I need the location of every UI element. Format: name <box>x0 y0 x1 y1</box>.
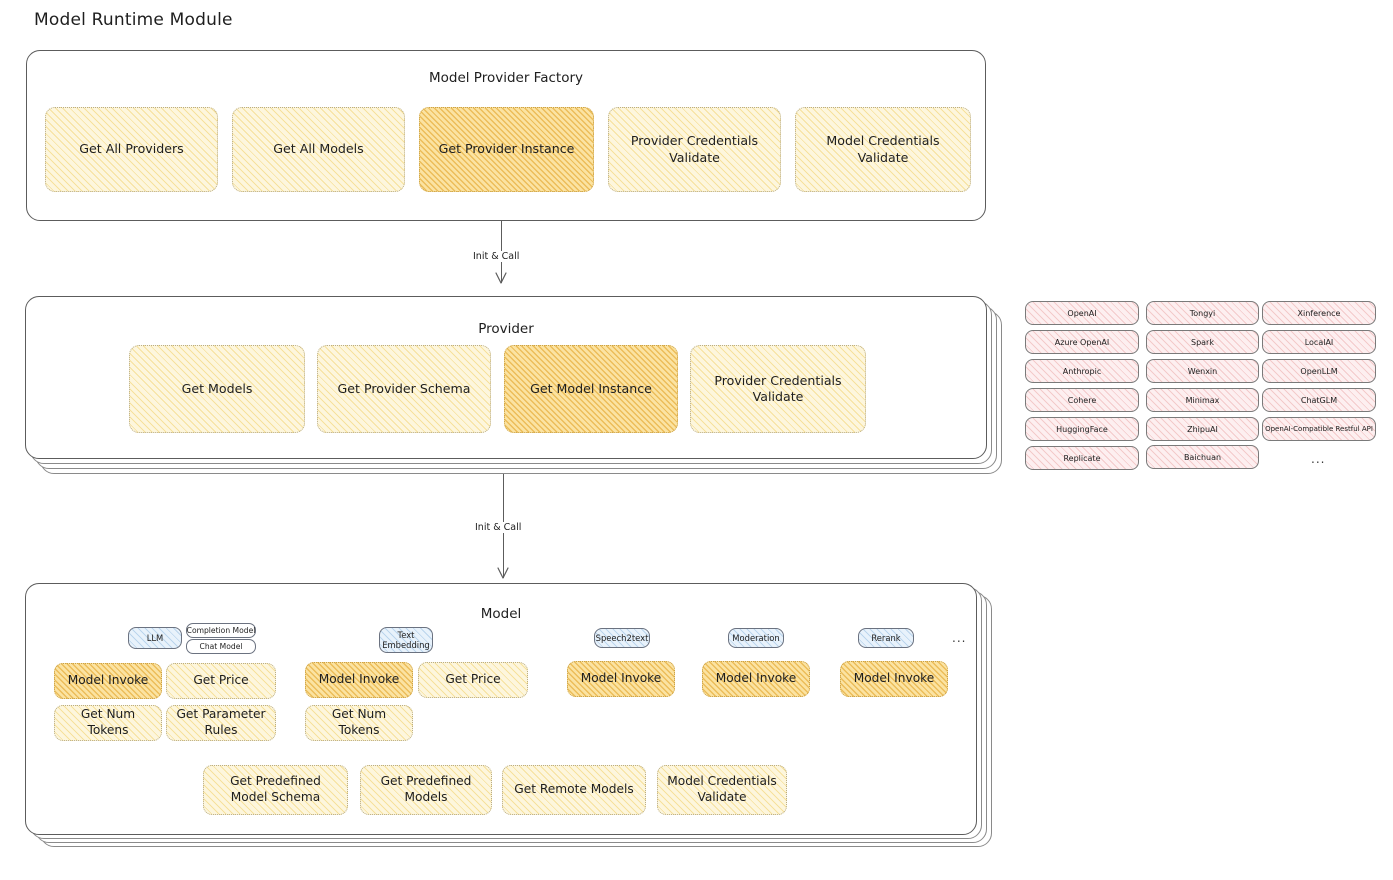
provider-pill-huggingface[interactable]: HuggingFace <box>1025 417 1139 441</box>
provider-list-more: ... <box>1311 452 1326 466</box>
provider-pill-cohere[interactable]: Cohere <box>1025 388 1139 412</box>
provider-pill-openai[interactable]: OpenAI <box>1025 301 1139 325</box>
provider-pill-anthropic[interactable]: Anthropic <box>1025 359 1139 383</box>
model-type-pill-llm[interactable]: LLM <box>128 627 182 649</box>
model-provider-factory-title: Model Provider Factory <box>428 70 583 86</box>
provider-pill-baichuan[interactable]: Baichuan <box>1146 445 1259 469</box>
model-type-pill-text-embedding[interactable]: Text Embedding <box>379 627 433 653</box>
model-subtype-pill-completion-model[interactable]: Completion Model <box>186 623 256 638</box>
factory-method-get-all-providers[interactable]: Get All Providers <box>45 107 218 192</box>
provider-pill-minimax[interactable]: Minimax <box>1146 388 1259 412</box>
model-type-pill-moderation[interactable]: Moderation <box>728 628 784 648</box>
provider-title: Provider <box>478 321 534 337</box>
model-common-method-model-credentials-validate[interactable]: Model Credentials Validate <box>657 765 787 815</box>
page-title: Model Runtime Module <box>34 10 233 30</box>
model-common-method-get-predefined-models[interactable]: Get Predefined Models <box>360 765 492 815</box>
text-embedding-method-get-num-tokens[interactable]: Get Num Tokens <box>305 705 413 741</box>
llm-method-get-price[interactable]: Get Price <box>166 663 276 699</box>
provider-method-get-model-instance[interactable]: Get Model Instance <box>504 345 678 433</box>
llm-method-model-invoke[interactable]: Model Invoke <box>54 663 162 699</box>
factory-method-get-provider-instance[interactable]: Get Provider Instance <box>419 107 594 192</box>
llm-method-get-num-tokens[interactable]: Get Num Tokens <box>54 705 162 741</box>
provider-pill-zhipuai[interactable]: ZhipuAI <box>1146 417 1259 441</box>
llm-method-get-parameter-rules[interactable]: Get Parameter Rules <box>166 705 276 741</box>
model-types-more: ... <box>952 631 967 645</box>
provider-pill-xinference[interactable]: Xinference <box>1262 301 1376 325</box>
provider-pill-openllm[interactable]: OpenLLM <box>1262 359 1376 383</box>
provider-pill-openai-compatible-restful-api[interactable]: OpenAI-Compatible Restful API <box>1262 417 1376 441</box>
provider-pill-replicate[interactable]: Replicate <box>1025 446 1139 470</box>
arrow-provider-to-model-label: Init & Call <box>472 522 525 533</box>
text-embedding-method-get-price[interactable]: Get Price <box>418 662 528 698</box>
provider-pill-localai[interactable]: LocalAI <box>1262 330 1376 354</box>
arrow-factory-to-provider-label: Init & Call <box>470 251 523 262</box>
factory-method-get-all-models[interactable]: Get All Models <box>232 107 405 192</box>
provider-method-provider-credentials-validate[interactable]: Provider Credentials Validate <box>690 345 866 433</box>
model-type-pill-rerank[interactable]: Rerank <box>858 628 914 648</box>
model-title: Model <box>480 606 522 622</box>
provider-method-get-provider-schema[interactable]: Get Provider Schema <box>317 345 491 433</box>
arrow-factory-to-provider-head <box>495 272 507 284</box>
model-common-method-get-remote-models[interactable]: Get Remote Models <box>502 765 646 815</box>
speech2text-method-model-invoke[interactable]: Model Invoke <box>567 661 675 697</box>
arrow-provider-to-model-head <box>497 567 509 579</box>
provider-method-get-models[interactable]: Get Models <box>129 345 305 433</box>
provider-pill-azure-openai[interactable]: Azure OpenAI <box>1025 330 1139 354</box>
text-embedding-method-model-invoke[interactable]: Model Invoke <box>305 662 413 698</box>
provider-pill-chatglm[interactable]: ChatGLM <box>1262 388 1376 412</box>
model-subtype-pill-chat-model[interactable]: Chat Model <box>186 639 256 654</box>
moderation-method-model-invoke[interactable]: Model Invoke <box>702 661 810 697</box>
rerank-method-model-invoke[interactable]: Model Invoke <box>840 661 948 697</box>
provider-pill-wenxin[interactable]: Wenxin <box>1146 359 1259 383</box>
model-common-method-get-predefined-model-schema[interactable]: Get Predefined Model Schema <box>203 765 348 815</box>
model-type-pill-speech2text[interactable]: Speech2text <box>594 628 650 648</box>
factory-method-provider-credentials-validate[interactable]: Provider Credentials Validate <box>608 107 781 192</box>
provider-pill-tongyi[interactable]: Tongyi <box>1146 301 1259 325</box>
provider-pill-spark[interactable]: Spark <box>1146 330 1259 354</box>
factory-method-model-credentials-validate[interactable]: Model Credentials Validate <box>795 107 971 192</box>
